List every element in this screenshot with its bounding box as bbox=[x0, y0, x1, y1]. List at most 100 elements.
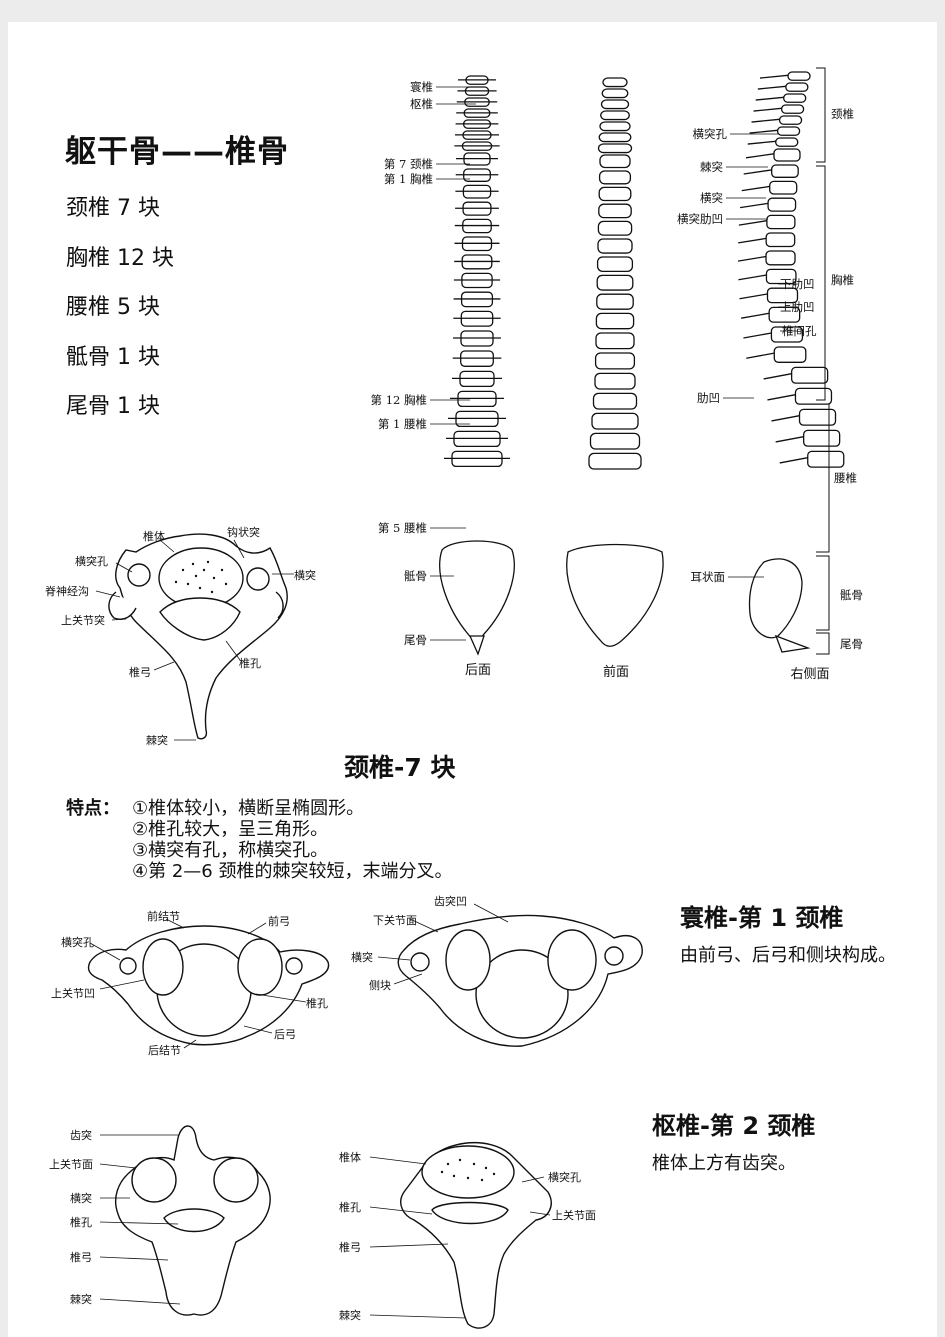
vertebra-shape bbox=[589, 432, 641, 450]
label-inferior-costal-facet: 下肋凹 bbox=[780, 277, 815, 291]
vertebra-shape bbox=[765, 268, 797, 285]
coccyx-shape bbox=[774, 634, 811, 653]
atlas-illustration: 前结节 前弓 横突孔 上关节凹 椎孔 后弓 后结节 齿突凹 下关节面 横突 侧块 bbox=[51, 894, 643, 1057]
label-transverse-costal-facet: 横突肋凹 bbox=[677, 212, 723, 226]
axis-label-spinous: 棘突 bbox=[70, 1292, 92, 1306]
caption-posterior: 后面 bbox=[465, 663, 491, 678]
region-lumbar: 腰椎 bbox=[834, 471, 857, 485]
vertebra-process bbox=[739, 202, 769, 209]
vertebra-process bbox=[771, 415, 800, 422]
label-superior-costal-facet: 上肋凹 bbox=[780, 300, 815, 314]
vertebra-process bbox=[767, 394, 796, 401]
axis-label-superior-articular: 上关节面 bbox=[49, 1157, 93, 1171]
count-sacrum: 骶骨 1 块 bbox=[66, 345, 160, 370]
caption-anterior: 前面 bbox=[603, 664, 629, 680]
vertebra-process bbox=[747, 140, 776, 145]
label-t12: 第 12 胸椎 bbox=[371, 393, 427, 407]
coccyx-shape bbox=[468, 635, 485, 656]
vertebra-shape bbox=[783, 93, 807, 103]
axis2-label-superior-articular: 上关节面 bbox=[552, 1208, 596, 1222]
posterior-spine-drawing bbox=[439, 75, 515, 656]
vertebra-shape bbox=[588, 452, 642, 470]
vertebra-shape bbox=[599, 154, 631, 169]
cv-label-superior-articular: 上关节突 bbox=[61, 613, 105, 627]
axis-heading: 枢椎-第 2 颈椎 bbox=[652, 1112, 816, 1140]
features-label: 特点： bbox=[66, 798, 120, 819]
atlas-label-inferior-articular: 下关节面 bbox=[373, 913, 417, 927]
atlas-label-vertebral-foramen: 椎孔 bbox=[306, 996, 328, 1010]
vertebra-shape bbox=[765, 232, 796, 248]
vertebra-process bbox=[751, 118, 780, 123]
vertebra-process bbox=[741, 312, 770, 319]
vertebra-shape bbox=[769, 180, 798, 195]
vertebra-shape bbox=[598, 203, 632, 219]
lateral-spine-drawing bbox=[737, 71, 845, 653]
axis-label-dens: 齿突 bbox=[70, 1128, 92, 1142]
atlas-label-anterior-tubercle: 前结节 bbox=[147, 909, 180, 923]
axis2-label-transverse-foramen: 横突孔 bbox=[548, 1170, 581, 1184]
vertebra-shape bbox=[597, 238, 633, 254]
label-auricular-surface: 耳状面 bbox=[691, 570, 726, 584]
vertebra-process bbox=[743, 332, 772, 339]
vertebra-shape bbox=[594, 372, 636, 390]
vertebra-shape bbox=[771, 164, 799, 178]
atlas-heading: 寰椎-第 1 颈椎 bbox=[680, 904, 844, 932]
count-lumbar: 腰椎 5 块 bbox=[66, 295, 160, 320]
vertebra-shape bbox=[598, 132, 632, 143]
vertebra-process bbox=[775, 436, 804, 443]
vertebra-shape bbox=[594, 352, 636, 370]
vertebra-shape bbox=[599, 121, 631, 132]
vertebra-shape bbox=[790, 366, 829, 384]
atlas-label-transverse-process: 横突 bbox=[351, 950, 373, 964]
label-c7: 第 7 颈椎 bbox=[384, 157, 433, 171]
vertebra-shape bbox=[765, 250, 796, 266]
vertebra-process bbox=[746, 352, 775, 359]
count-cervical: 颈椎 7 块 bbox=[66, 196, 160, 221]
vertebra-shape bbox=[773, 346, 807, 363]
vertebra-shape bbox=[785, 82, 809, 92]
axis-illustration: 齿突 上关节面 横突 椎孔 椎弓 棘突 椎体 横突孔 椎孔 上关节面 椎弓 棘突 bbox=[49, 1125, 596, 1329]
vertebra-shape bbox=[767, 197, 797, 212]
sacrum-shape bbox=[748, 558, 803, 639]
vertebra-process bbox=[753, 107, 782, 112]
axis2-label-spinous: 棘突 bbox=[339, 1308, 361, 1322]
atlas-label-lateral-mass: 侧块 bbox=[369, 979, 391, 992]
vertebra-process bbox=[755, 96, 784, 101]
vertebra-shape bbox=[600, 99, 630, 110]
vertebra-process bbox=[779, 457, 808, 464]
caption-right-lateral: 右侧面 bbox=[790, 667, 829, 682]
vertebra-shape bbox=[601, 88, 629, 99]
vertebra-shape bbox=[787, 71, 811, 81]
vertebra-shape bbox=[591, 412, 639, 430]
vertebra-process bbox=[757, 85, 786, 90]
vertebra-process bbox=[737, 255, 767, 262]
atlas-label-superior-articular-fossa: 上关节凹 bbox=[51, 986, 95, 1000]
region-cervical: 颈椎 bbox=[831, 107, 854, 121]
atlas-label-posterior-tubercle: 后结节 bbox=[148, 1044, 181, 1057]
axis2-label-body: 椎体 bbox=[339, 1150, 361, 1164]
axis2-label-vertebral-arch: 椎弓 bbox=[339, 1240, 361, 1254]
vertebra-shape bbox=[597, 143, 633, 154]
label-t1: 第 1 胸椎 bbox=[384, 172, 433, 186]
region-coccyx: 尾骨 bbox=[840, 637, 863, 651]
region-thoracic: 胸椎 bbox=[831, 273, 854, 287]
cv-label-vertebral-foramen: 椎孔 bbox=[239, 656, 261, 670]
cv-label-transverse-foramen: 横突孔 bbox=[75, 554, 108, 568]
cv-label-vertebral-arch: 椎弓 bbox=[129, 665, 151, 679]
label-l1: 第 1 腰椎 bbox=[378, 417, 427, 431]
vertebra-process bbox=[738, 220, 767, 226]
vertebra-shape bbox=[780, 104, 805, 114]
feature-item-2: ②椎孔较大，呈三角形。 bbox=[132, 819, 329, 840]
vertebra-shape bbox=[596, 256, 634, 273]
label-costal-facet: 肋凹 bbox=[697, 391, 720, 405]
vertebra-process bbox=[763, 373, 792, 380]
sacrum-shape bbox=[566, 543, 664, 647]
label-transverse-process: 横突 bbox=[700, 191, 723, 205]
label-intervertebral-foramen: 椎间孔 bbox=[782, 324, 817, 338]
region-sacrum: 骶骨 bbox=[840, 588, 863, 602]
vertebra-shape bbox=[798, 408, 837, 426]
axis-description: 椎体上方有齿突。 bbox=[652, 1153, 796, 1174]
vertebra-process bbox=[759, 74, 789, 79]
vertebra-shape bbox=[592, 392, 638, 410]
vertebra-process bbox=[738, 237, 767, 244]
